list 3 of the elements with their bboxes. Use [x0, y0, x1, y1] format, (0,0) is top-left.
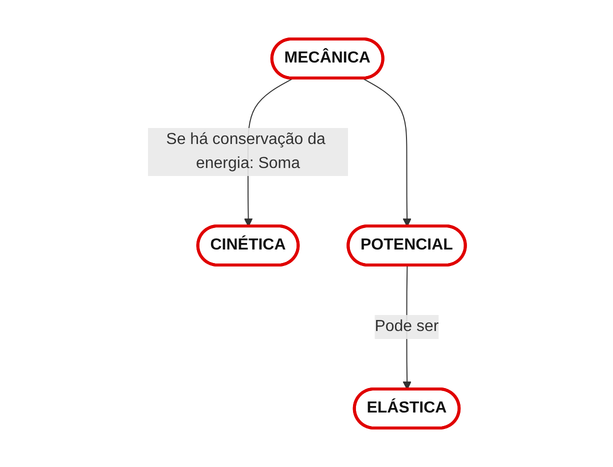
edge-label: Se há conservação da energia: Soma	[166, 130, 326, 172]
arrow	[362, 78, 412, 227]
edge-label: Pode ser	[374, 318, 439, 335]
